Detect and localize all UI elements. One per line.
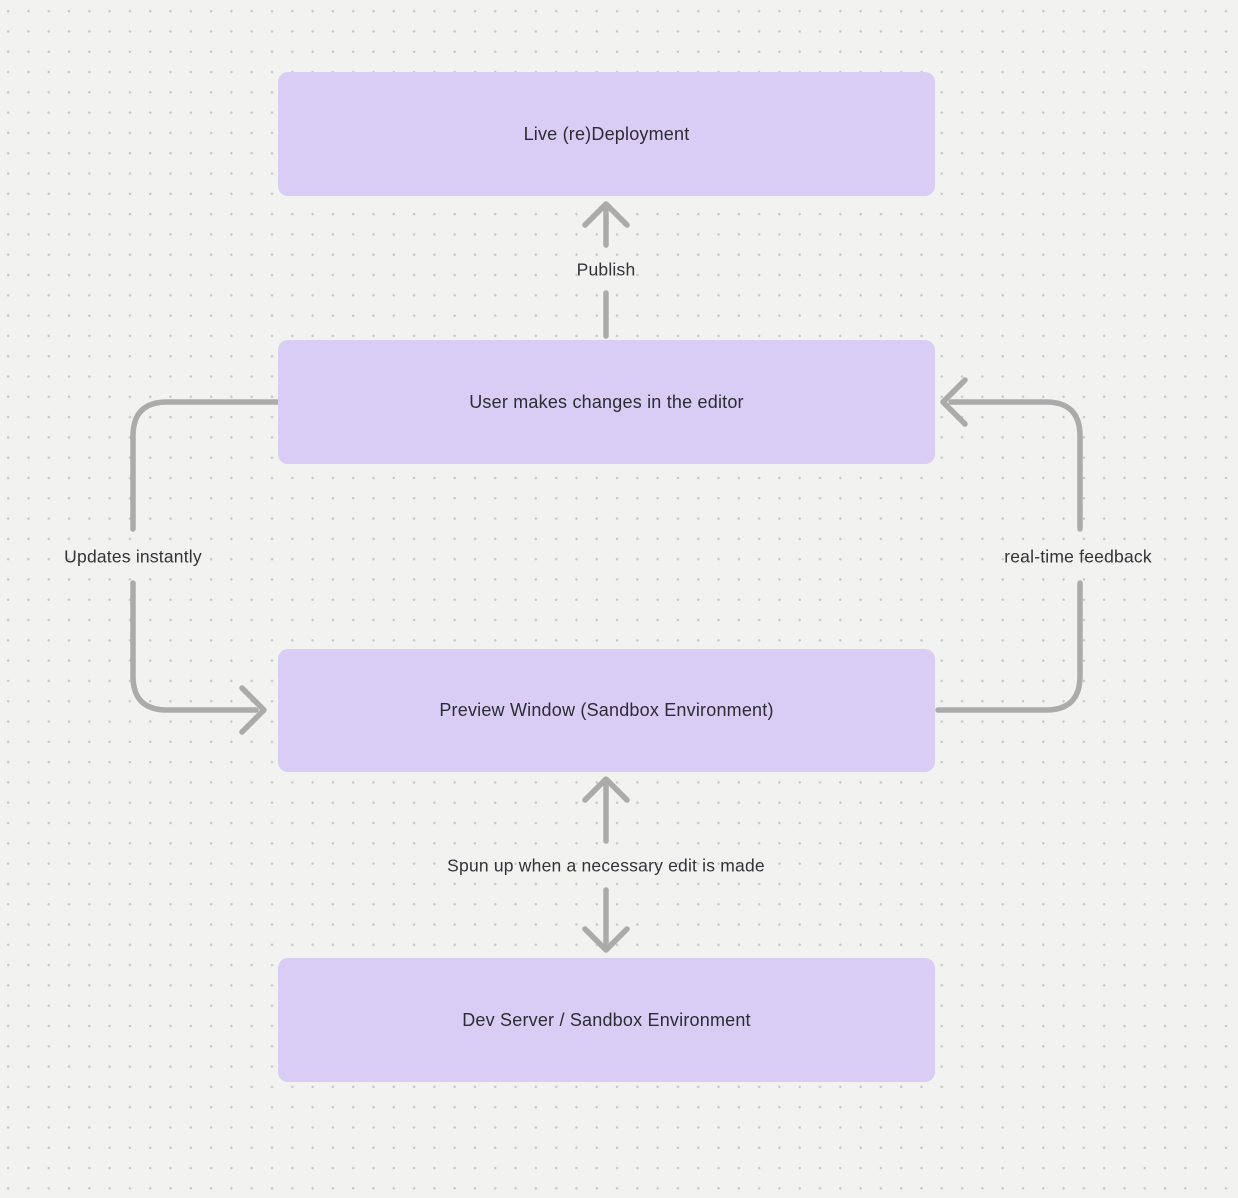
arrowhead-right-icon [239,685,267,735]
edge-label-real-time-feedback: real-time feedback [1004,546,1152,567]
arrowhead-down-icon [582,926,630,953]
node-label: Dev Server / Sandbox Environment [462,1009,751,1030]
node-label: User makes changes in the editor [469,391,744,412]
node-dev-server[interactable]: Dev Server / Sandbox Environment [278,958,935,1082]
arrowhead-left-icon [940,377,968,427]
edge-spun-up-arrow[interactable] [582,776,630,953]
arrowhead-up-icon [582,776,630,803]
node-preview-window[interactable]: Preview Window (Sandbox Environment) [278,649,935,772]
node-user-editor[interactable]: User makes changes in the editor [278,340,935,464]
edge-label-updates-instantly: Updates instantly [64,546,202,567]
edge-publish-arrow[interactable] [582,201,630,339]
edge-segment [130,399,281,532]
edge-segment [935,580,1083,713]
edge-segment [130,580,259,713]
edge-updates-instantly-arrow[interactable] [130,399,281,735]
edge-real-time-feedback-arrow[interactable] [935,377,1083,713]
node-live-redeployment[interactable]: Live (re)Deployment [278,72,935,196]
edge-segment [948,399,1083,532]
arrowhead-up-icon [582,201,630,228]
edge-label-spun-up: Spun up when a necessary edit is made [447,855,765,876]
node-label: Preview Window (Sandbox Environment) [439,700,774,720]
node-label: Live (re)Deployment [523,123,690,144]
edge-label-publish: Publish [576,259,636,280]
